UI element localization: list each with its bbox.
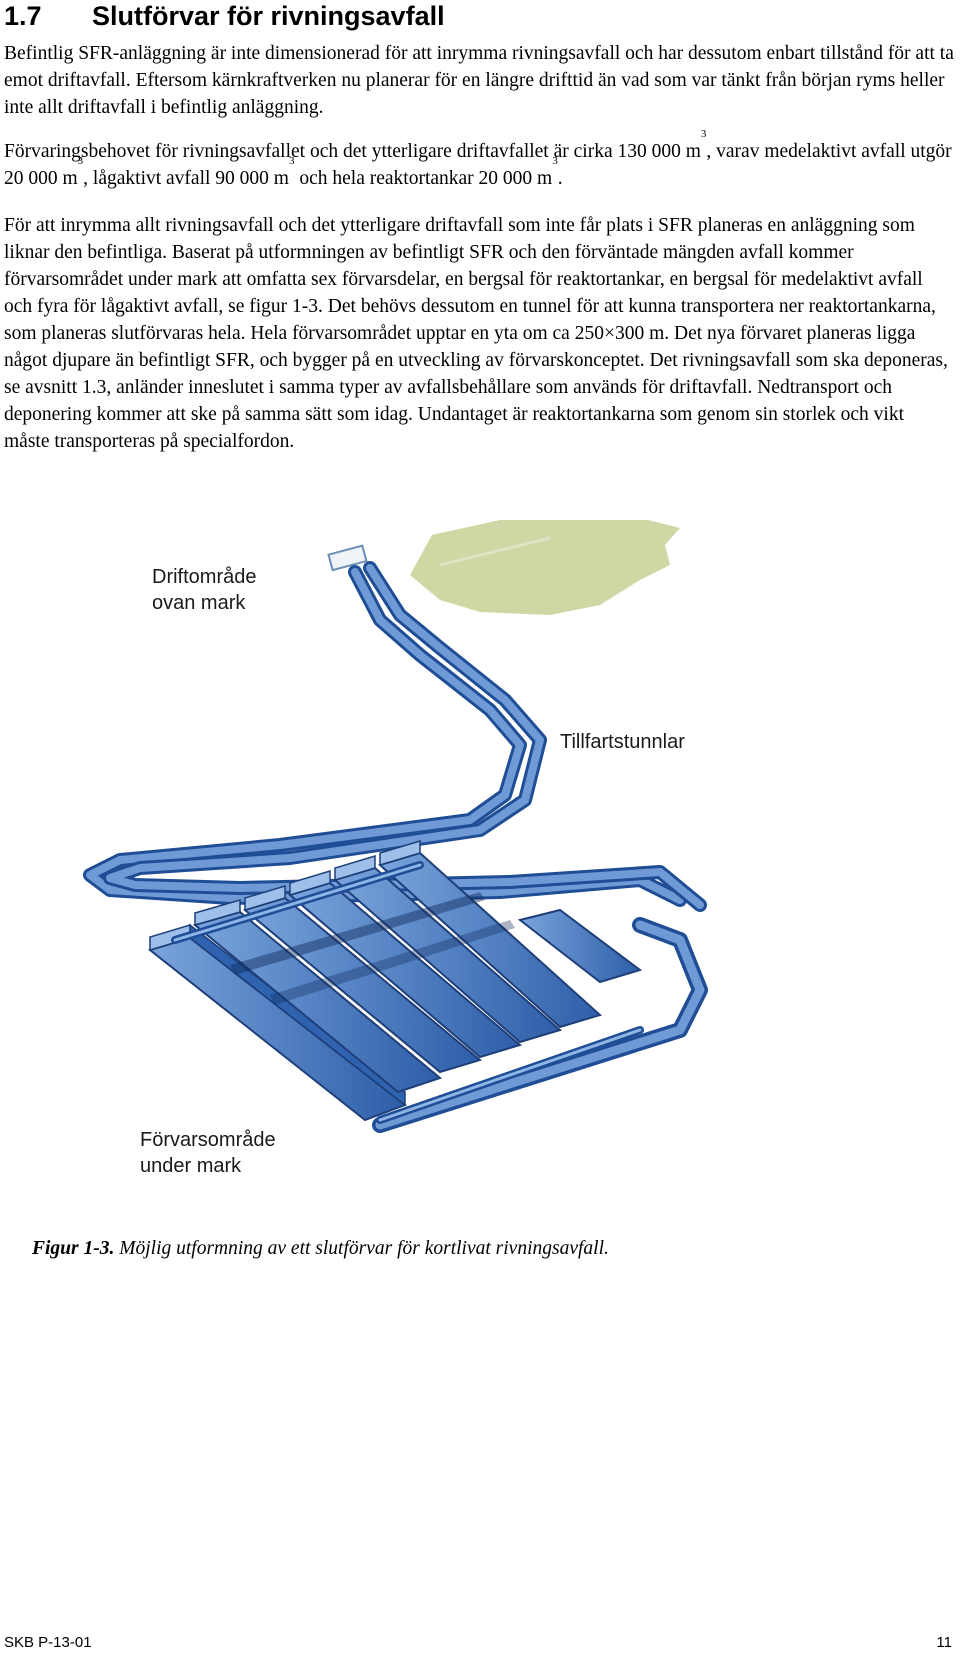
superscript-3: 3 — [700, 128, 707, 140]
paragraph-3: För att inrymma allt rivningsavfall och … — [4, 215, 948, 452]
caption-text: Möjlig utformning av ett slutförvar för … — [114, 1238, 609, 1259]
footer-page-number: 11 — [936, 1634, 952, 1651]
surface-building — [327, 544, 368, 572]
repository-illustration — [83, 520, 708, 1133]
cross-tunnels — [171, 861, 644, 1124]
repository-figure — [80, 520, 800, 1210]
paragraph-2-part-d: och hela reaktortankar 20 000 m — [294, 168, 553, 189]
paragraph-2-part-b: , varav medelaktivt avfall utgör 20 000 … — [4, 141, 952, 189]
collecting-tunnel — [372, 917, 708, 1133]
vault-low-level-4 — [378, 839, 602, 1029]
vault-low-level-3 — [332, 854, 563, 1044]
paragraph-2: Förvaringsbehovet för rivningsavfallet o… — [4, 129, 954, 192]
superscript-3: 3 — [552, 155, 558, 167]
superscript-3: 3 — [288, 155, 295, 167]
caption-lead: Figur 1-3. — [32, 1238, 115, 1259]
section-heading: 1.7 Slutförvar för rivningsavfall — [4, 0, 445, 32]
storage-vaults — [147, 839, 643, 1122]
paragraph-1: Befintlig SFR-anläggning är inte dimensi… — [4, 43, 954, 118]
paragraph-2-part-c: , lågaktivt avfall 90 000 m — [83, 168, 289, 189]
paragraph-2-part-e: . — [557, 168, 563, 189]
footer-report-id: SKB P-13-01 — [4, 1634, 92, 1651]
section-number: 1.7 — [4, 1, 42, 31]
paragraph-2-part-a: Förvaringsbehovet för rivningsavfallet o… — [4, 141, 701, 162]
label-access-tunnels: Tillfartstunnlar — [560, 731, 685, 753]
label-operating-area: Driftområde ovan mark — [152, 566, 257, 614]
vault-transport-hall — [517, 908, 643, 984]
vault-low-level-1 — [242, 884, 483, 1074]
vault-medium-level — [192, 899, 443, 1094]
figure-caption: Figur 1-3. Möjlig utformning av ett slut… — [32, 1238, 609, 1260]
label-repository-area: Förvarsområde under mark — [140, 1129, 276, 1177]
ground-surface — [410, 520, 680, 615]
vault-low-level-2 — [287, 869, 523, 1059]
section-title: Slutförvar för rivningsavfall — [92, 1, 445, 31]
superscript-3: 3 — [77, 155, 84, 167]
